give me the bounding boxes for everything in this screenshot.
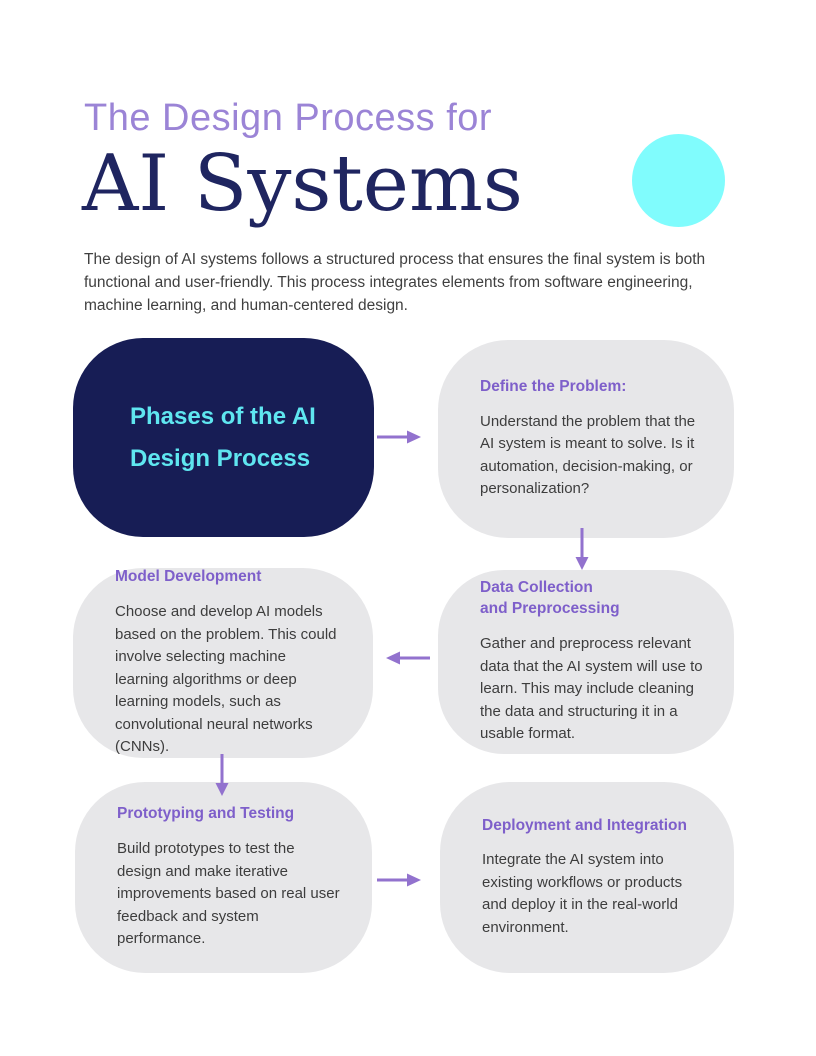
- step-body-deployment-integration: Integrate the AI system into existing wo…: [482, 851, 683, 936]
- step-body-data-collection: Gather and preprocess relevant data that…: [480, 635, 703, 743]
- step-title-model-development: Model Development: [115, 568, 262, 586]
- arrow-prototyping-to-deployment-icon: [376, 872, 424, 888]
- step-card-model-development: Model Development Choose and develop AI …: [73, 568, 373, 758]
- step-card-deployment-integration: Deployment and Integration Integrate the…: [440, 782, 734, 973]
- step-card-data-collection: Data Collection and Preprocessing Gather…: [438, 570, 734, 754]
- step-body-model-development: Choose and develop AI models based on th…: [115, 603, 337, 756]
- step-title-prototyping-testing: Prototyping and Testing: [117, 805, 295, 823]
- arrow-define-to-data-icon: [574, 527, 590, 571]
- hub-card-phases: Phases of the AI Design Process: [73, 338, 374, 537]
- arrow-data-to-model-icon: [383, 650, 431, 666]
- cyan-circle-decoration: [632, 134, 725, 227]
- step-card-prototyping-testing: Prototyping and Testing Build prototypes…: [75, 782, 372, 973]
- step-title-data-collection: Data Collection and Preprocessing: [480, 579, 620, 618]
- title-eyebrow: The Design Process for: [84, 97, 493, 139]
- step-card-define-problem: Define the Problem: Understand the probl…: [438, 340, 734, 538]
- step-title-deployment-integration: Deployment and Integration: [482, 816, 687, 834]
- page-title: AI Systems: [82, 139, 523, 229]
- intro-paragraph: The design of AI systems follows a struc…: [84, 251, 706, 314]
- step-body-define-problem: Understand the problem that the AI syste…: [480, 412, 696, 498]
- step-title-define-problem: Define the Problem:: [480, 378, 627, 396]
- step-body-prototyping-testing: Build prototypes to test the design and …: [117, 840, 340, 948]
- hub-title: Phases of the AI Design Process: [130, 403, 316, 472]
- arrow-hub-to-define-icon: [376, 429, 424, 445]
- arrow-model-to-prototyping-icon: [214, 753, 230, 797]
